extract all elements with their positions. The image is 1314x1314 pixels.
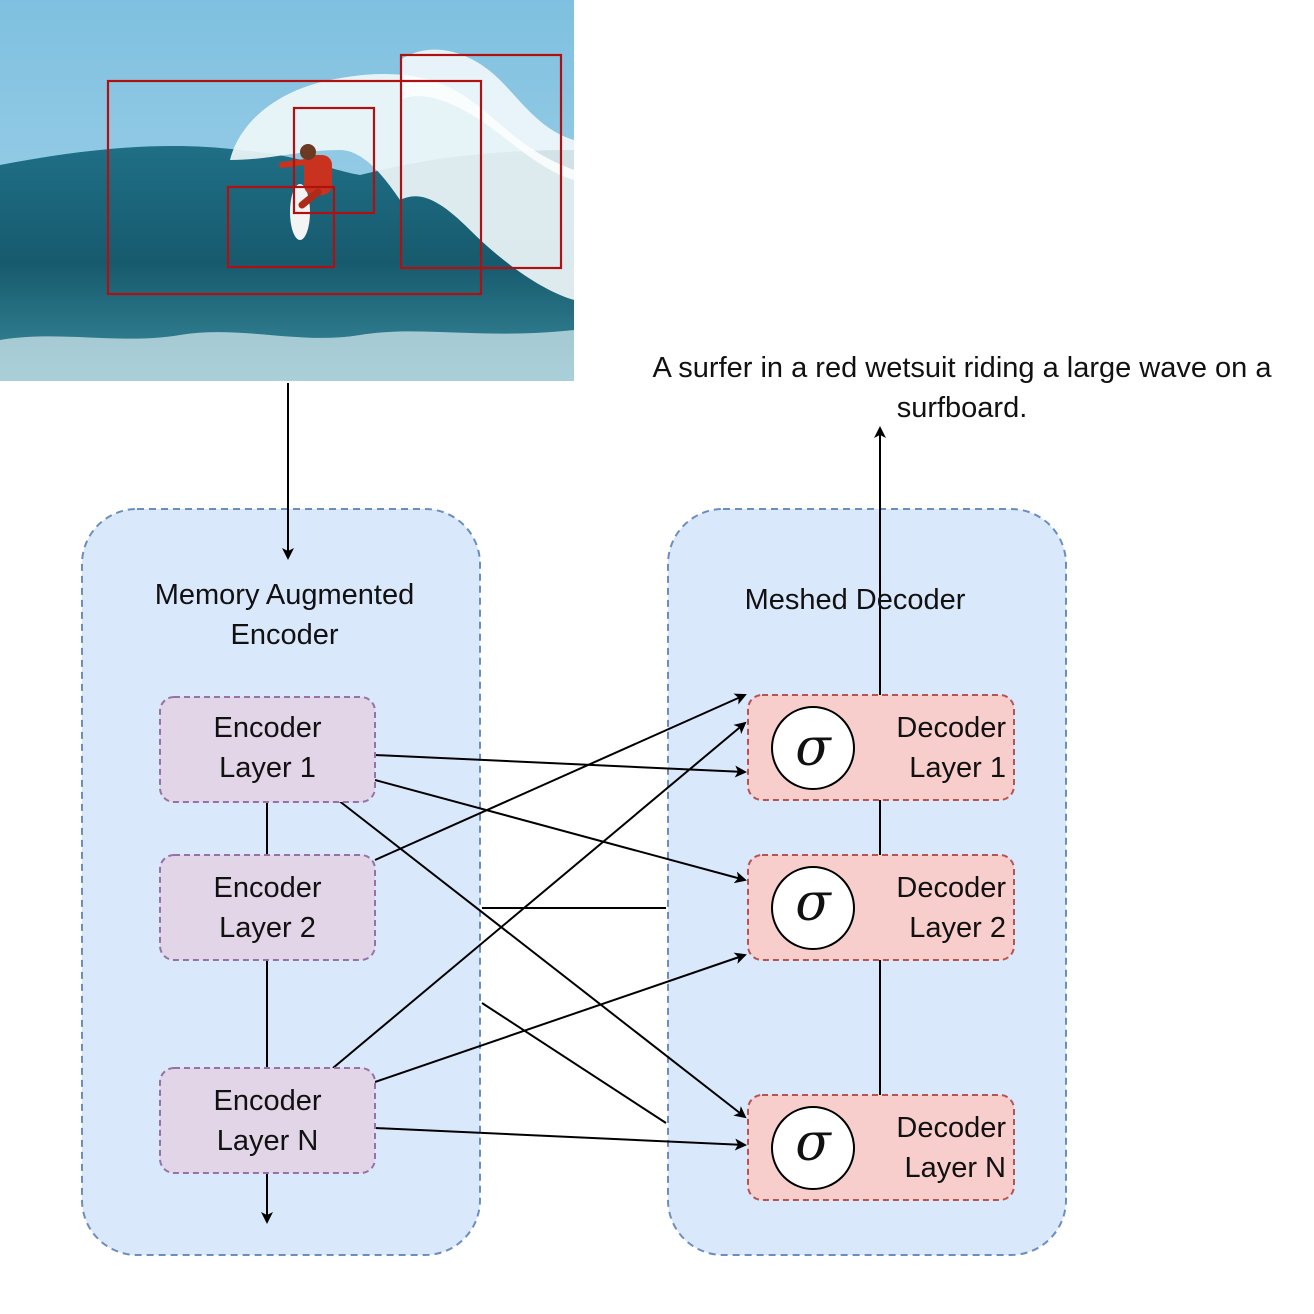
decoder-layer-2-line-1: Decoder	[896, 872, 1006, 904]
encoder-layer-1-line-1: Encoder	[213, 712, 322, 744]
decoder-layer-2: Decoder Layer 2	[858, 868, 1006, 948]
encoder-layer-1-box	[159, 696, 376, 803]
input-image	[0, 0, 574, 381]
encoder-layer-2-line-1: Encoder	[213, 872, 322, 904]
encoder-title: Memory Augmented Encoder	[82, 575, 487, 655]
mesh-enc1-dec1	[374, 754, 747, 778]
mesh-stub-decn	[481, 1002, 667, 1124]
sigma-gate-circle-1	[771, 706, 855, 790]
detection-box-foam	[399, 53, 563, 270]
decoder-layer-n-line-1: Decoder	[896, 1112, 1006, 1144]
mesh-encn-dec2	[374, 952, 747, 1083]
mesh-encn-dec1	[332, 721, 747, 1069]
decoder-layer-n: Decoder Layer N	[858, 1108, 1006, 1188]
mesh-enc1-decn	[337, 799, 747, 1119]
detection-box-board	[226, 185, 336, 269]
detection-box-wave	[106, 79, 483, 296]
sigma-gate-2: σ	[772, 862, 854, 944]
sigma-gate-circle-3	[771, 1106, 855, 1190]
sigma-symbol-2: σ	[795, 873, 831, 933]
surfer-body	[304, 155, 332, 195]
decoder-layer-1-line-1: Decoder	[896, 712, 1006, 744]
surfer-leg	[298, 188, 322, 209]
decoder-layer-1-line-2: Layer 1	[909, 752, 1006, 784]
mesh-enc1-dec2	[374, 779, 747, 884]
sigma-gate-circle-2	[771, 866, 855, 950]
encoder-layer-2-box	[159, 854, 376, 961]
decoder-title: Meshed Decoder	[668, 580, 1042, 620]
foam-spray	[400, 49, 574, 180]
encoder-layer-1: Encoder Layer 1	[160, 708, 375, 788]
wave-water	[0, 145, 574, 381]
generated-caption: A surfer in a red wetsuit riding a large…	[610, 348, 1314, 428]
encoder-layer-n-line-2: Layer N	[216, 1125, 319, 1157]
encoder-title-line-1: Memory Augmented	[154, 579, 415, 611]
encoder-layer-2: Encoder Layer 2	[160, 868, 375, 948]
encoder-layer-2-line-2: Layer 2	[219, 912, 316, 944]
encoder-layer-n-box	[159, 1067, 376, 1174]
sigma-gate-1: σ	[772, 707, 854, 789]
mesh-enc2-dec1	[374, 693, 747, 861]
mesh-encn-decn	[374, 1127, 747, 1151]
encoder-layer-1-line-2: Layer 1	[219, 752, 316, 784]
foam-bottom	[0, 330, 574, 381]
sigma-symbol-n: σ	[795, 1113, 831, 1173]
decoder-layer-1: Decoder Layer 1	[858, 708, 1006, 788]
sigma-gate-n: σ	[772, 1102, 854, 1184]
decoder-layer-n-line-2: Layer N	[904, 1152, 1006, 1184]
decoder-layer-2-line-2: Layer 2	[909, 912, 1006, 944]
encoder-title-line-2: Encoder	[230, 619, 339, 651]
caption-line-1: A surfer in a red wetsuit riding a large…	[652, 352, 1272, 384]
encoder-layer-n-line-1: Encoder	[213, 1085, 322, 1117]
surfer-head	[300, 144, 316, 160]
sigma-symbol-1: σ	[795, 718, 831, 778]
decoder-title-text: Meshed Decoder	[744, 584, 966, 616]
caption-line-2: surfboard.	[896, 392, 1028, 424]
encoder-layer-n: Encoder Layer N	[160, 1081, 375, 1161]
